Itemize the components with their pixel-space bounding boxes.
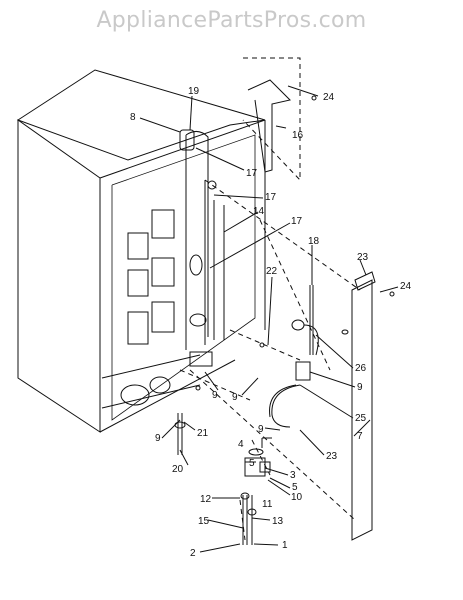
tube-18	[309, 285, 314, 355]
cabinet-back-panels	[127, 209, 175, 345]
refrigerator-cabinet	[16, 69, 266, 433]
callout-3: 3	[290, 470, 296, 481]
valve-assembly	[269, 319, 319, 428]
bracket-16	[242, 57, 301, 182]
tube-13-15	[240, 492, 257, 545]
callout-17: 17	[291, 216, 303, 227]
callout-22: 22	[266, 266, 278, 277]
callout-14: 14	[253, 206, 265, 217]
top-fitting	[179, 129, 217, 190]
callout-1: 1	[282, 540, 288, 551]
callout-2: 2	[190, 548, 196, 559]
callout-10: 10	[291, 492, 303, 503]
callout-11: 11	[262, 499, 273, 510]
callout-15: 15	[198, 516, 210, 527]
callout-9: 9	[155, 433, 161, 444]
callout-leaders	[139, 85, 399, 553]
watermark: AppliancePartsPros.com	[96, 8, 367, 33]
screw-24-icons	[195, 95, 395, 391]
callout-21: 21	[197, 428, 209, 439]
callout-9: 9	[258, 424, 264, 435]
part-20-21	[174, 413, 186, 455]
callout-9: 9	[357, 382, 363, 393]
callout-4: 4	[238, 439, 244, 450]
water-valve	[244, 437, 272, 477]
callout-5: 5	[249, 458, 255, 469]
compressor-area	[101, 351, 213, 409]
callout-13: 13	[272, 516, 284, 527]
callout-12: 12	[200, 494, 212, 505]
callout-26: 26	[355, 363, 367, 374]
callout-19: 19	[188, 86, 200, 97]
callout-7: 7	[357, 431, 363, 442]
callout-8: 8	[130, 112, 136, 123]
callout-16: 16	[292, 130, 304, 141]
callout-18: 18	[308, 236, 320, 247]
callout-24: 24	[323, 92, 335, 103]
callout-9: 9	[232, 392, 238, 403]
callout-17: 17	[265, 192, 277, 203]
side-panel-7	[341, 271, 376, 541]
callout-20: 20	[172, 464, 184, 475]
callout-23: 23	[326, 451, 338, 462]
callout-5: 5	[292, 482, 298, 493]
callout-17: 17	[246, 168, 258, 179]
condenser-coil	[185, 131, 225, 350]
callout-23: 23	[357, 252, 369, 263]
callout-24: 24	[400, 281, 412, 292]
callout-25: 25	[355, 413, 367, 424]
callout-9: 9	[212, 390, 218, 401]
